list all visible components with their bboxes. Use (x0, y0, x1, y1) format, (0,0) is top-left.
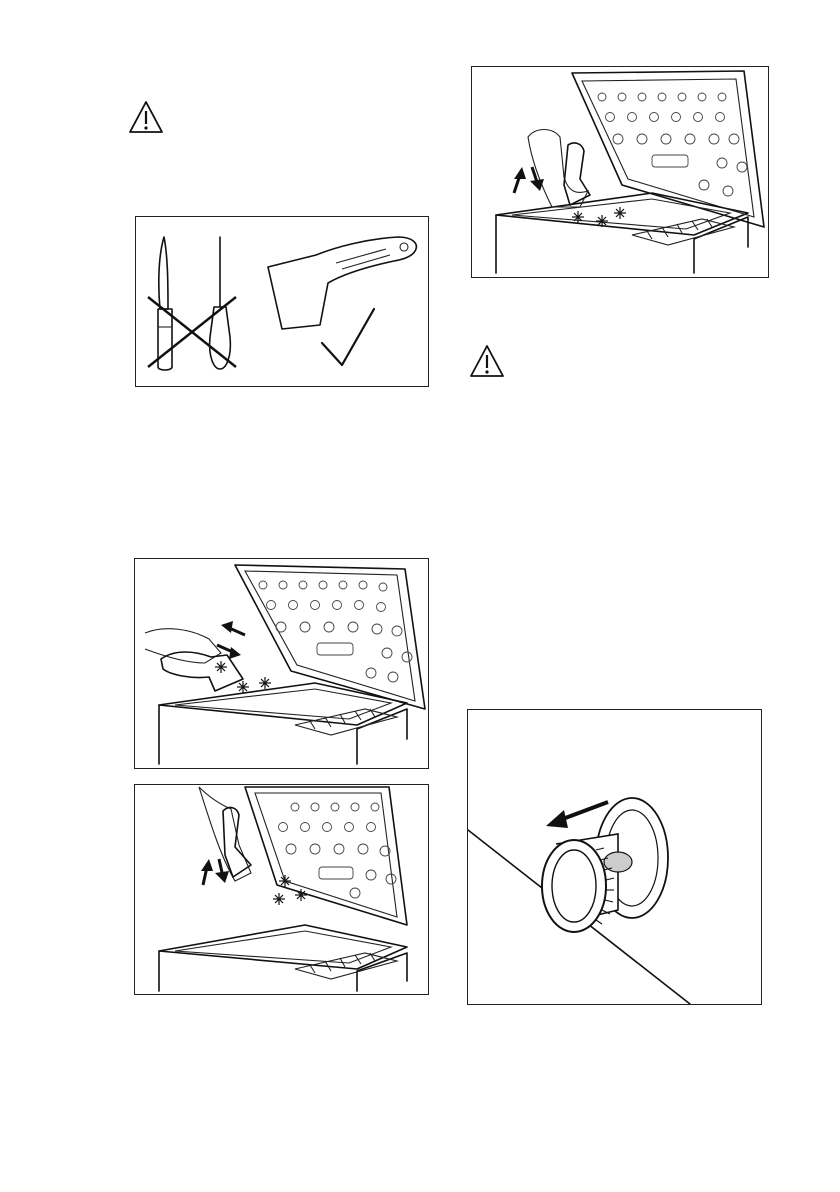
cross-mark-icon (148, 297, 236, 367)
drain-plug-figure (467, 709, 762, 1005)
tools-figure (135, 216, 429, 387)
warning-triangle-icon (469, 344, 505, 378)
basket (632, 219, 734, 245)
scraper-icon (268, 237, 416, 329)
double-arrow-icon (514, 167, 544, 193)
double-arrow-icon (201, 859, 229, 885)
scrape-rim-figure (134, 784, 429, 995)
warning-triangle-icon (128, 100, 164, 134)
scrape-lid-figure (134, 558, 429, 769)
scrape-inner-lid-figure (471, 66, 769, 278)
arrow-left-icon (546, 802, 608, 828)
check-mark-icon (322, 309, 374, 365)
